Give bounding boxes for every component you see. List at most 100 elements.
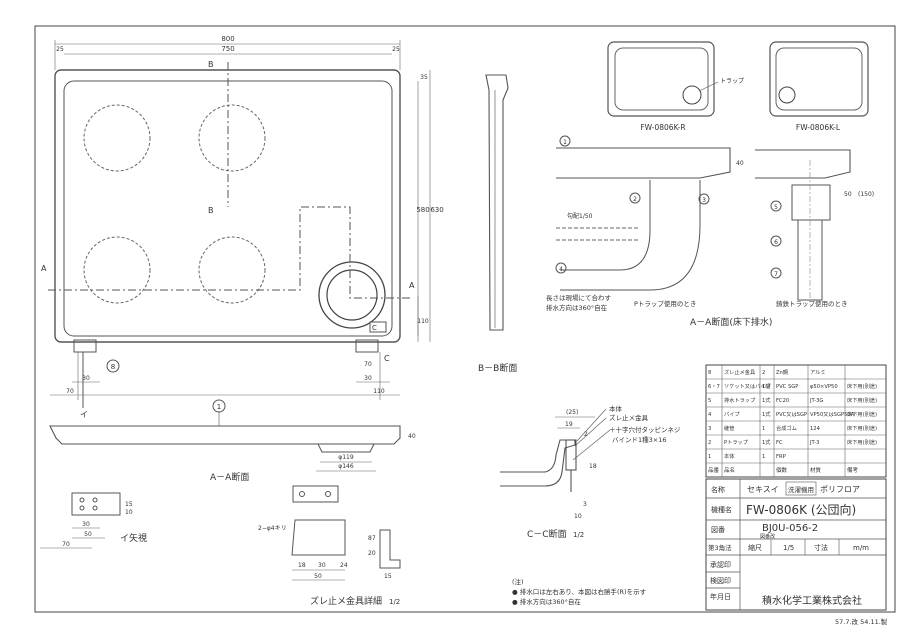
bracket-lug: [73, 339, 97, 353]
balloon: [629, 192, 641, 204]
leader: [574, 417, 607, 447]
section-mark-c-bottom: C: [384, 354, 390, 363]
tray-section-right: [755, 149, 851, 179]
tb-date-label: 年月日: [710, 592, 731, 601]
section-mark-a-left: A: [41, 264, 47, 273]
bracket-scale: 1/2: [389, 598, 400, 606]
parts-table-cell: FC: [776, 440, 783, 446]
parts-table-cell: 継管: [724, 424, 734, 432]
dim-70-b: 70: [364, 361, 372, 368]
drawing-border: [34, 25, 896, 613]
section-line-aa: [48, 206, 412, 299]
aa-section-profile: [49, 425, 401, 445]
tray-l-inner: [775, 47, 863, 111]
dim-110-v: 110: [417, 318, 429, 325]
parts-table-header: 材質: [810, 466, 822, 474]
aa-drain-recess: [317, 443, 375, 453]
tb-model-label: 機種名: [711, 505, 732, 514]
fd-bell-caption: 鋳鉄トラップ使用のとき: [776, 299, 848, 308]
i-view-title: イ矢視: [120, 532, 147, 544]
fd-note-1: 長さは現場にて合わす: [546, 293, 612, 302]
parts-table-cell: アルミ: [810, 369, 826, 376]
fd-b3: 3: [702, 197, 706, 204]
bracket-lug: [369, 321, 387, 333]
tb-revision-label: 図番改: [760, 533, 775, 540]
cc-dim-3: 3: [583, 501, 587, 508]
notes-line-2: ● 排水方向は360°自在: [512, 597, 581, 606]
parts-table-cell: Zn鋼: [776, 368, 788, 376]
section-mark-b-bottom: B: [208, 206, 214, 215]
balloon: [770, 267, 782, 279]
fd-dim-40: 40: [736, 160, 744, 167]
cc-label-screw: ＋十字穴付タッピンネジ: [609, 425, 681, 434]
plan-view: 800 750 25 25 35 580 630 110 70 30 30 70…: [41, 35, 444, 419]
trap-views: トラップ FW-0806K-R FW-0806K-L: [607, 41, 869, 132]
aa-section: 1 φ119 φ146 40 A－A断面: [49, 399, 416, 483]
fd-b5: 5: [774, 204, 778, 211]
i-view: 30 50 70 15 10 イ矢視: [40, 492, 147, 549]
floor-drain-section: 1 2 3 4 5 6 7 40 50 (150) 勾配1/50 長さは現場にて…: [546, 135, 874, 328]
parts-table-cell: PVC又はSGP: [776, 411, 807, 418]
dim-110-h: 110: [373, 388, 385, 395]
hole: [79, 505, 85, 511]
side-profile: [485, 74, 509, 331]
parts-table-cell: 合成ゴム: [776, 424, 797, 432]
tray-l-outline: [769, 41, 869, 117]
parts-table-cell: 床下用(別途): [847, 382, 877, 390]
parts-table-cell: 排水トラップ: [724, 396, 756, 404]
dim-70-a: 70: [66, 388, 74, 395]
bracket-front: [291, 519, 346, 556]
tb-unit-label: 寸法: [814, 543, 828, 552]
cc-dim-19: 19: [565, 421, 573, 428]
section-mark-a-right: A: [409, 281, 415, 290]
bb-section-title: B－B断面: [478, 362, 517, 374]
p-trap: [560, 180, 701, 291]
parts-table-header: 品番: [708, 467, 720, 474]
bracket-detail: 2−φ4キリ 18 30 24 50 20 87 15 ズレ止メ金具詳細 1/2: [258, 485, 401, 607]
bracket-dim-20: 20: [368, 550, 376, 557]
cc-dim-18: 18: [589, 463, 597, 470]
fd-p-trap-caption: Pトラップ使用のとき: [634, 299, 696, 308]
cc-dim-10: 10: [574, 513, 582, 520]
aa-section-title: A－A断面: [210, 471, 249, 483]
dim-119: φ119: [338, 454, 354, 461]
parts-table-cell: PVC SGP: [776, 384, 798, 390]
parts-table-cell: 1式: [762, 410, 771, 418]
bracket-top: [292, 485, 339, 503]
parts-table-cell: 1: [708, 454, 711, 460]
hole: [79, 497, 85, 503]
hole: [299, 491, 305, 497]
tb-name-label: 名称: [711, 485, 725, 494]
parts-table-cell: 3: [708, 426, 711, 432]
tray-r-outline: [607, 41, 715, 117]
fd-slope: 勾配1/50: [567, 212, 593, 220]
bracket-lug: [355, 339, 379, 353]
parts-table-cell: 床下用(別途): [847, 410, 877, 418]
parts-table-cell: 床下用(別途): [847, 396, 877, 404]
dim-580: 580: [416, 206, 429, 214]
notes-line-1: ● 排水口は左右あり、本図は右勝手(R)を示す: [512, 587, 647, 596]
trap-r: [682, 85, 702, 105]
parts-table-cell: パイプ: [724, 411, 740, 418]
parts-table-cell: 2: [762, 370, 765, 376]
dim-25-right: 25: [392, 46, 400, 53]
balloon: [770, 200, 782, 212]
bb-side-view: B－B断面: [478, 74, 517, 374]
bell-trap: [791, 184, 831, 221]
foot-circle: [198, 236, 266, 304]
cc-scale: 1/2: [573, 531, 584, 539]
leader: [572, 429, 611, 461]
parts-table-cell: 8: [708, 370, 711, 376]
bracket-dim-50: 50: [314, 573, 322, 580]
tb-approve-label: 承認印: [710, 560, 731, 569]
fd-b4: 4: [559, 266, 563, 273]
dim-146: φ146: [338, 463, 354, 470]
dim-25-left: 25: [56, 46, 64, 53]
tb-projection-label: 第3角法: [708, 543, 732, 552]
balloon-1-label: 1: [217, 403, 221, 411]
i-dim-15: 15: [125, 501, 133, 508]
tray-l-label: FW-0806K-L: [796, 123, 841, 132]
arrow-i-label: イ: [80, 410, 88, 419]
drain-inner: [326, 269, 378, 321]
parts-table-cell: ソケット又はパイプ: [724, 383, 772, 390]
